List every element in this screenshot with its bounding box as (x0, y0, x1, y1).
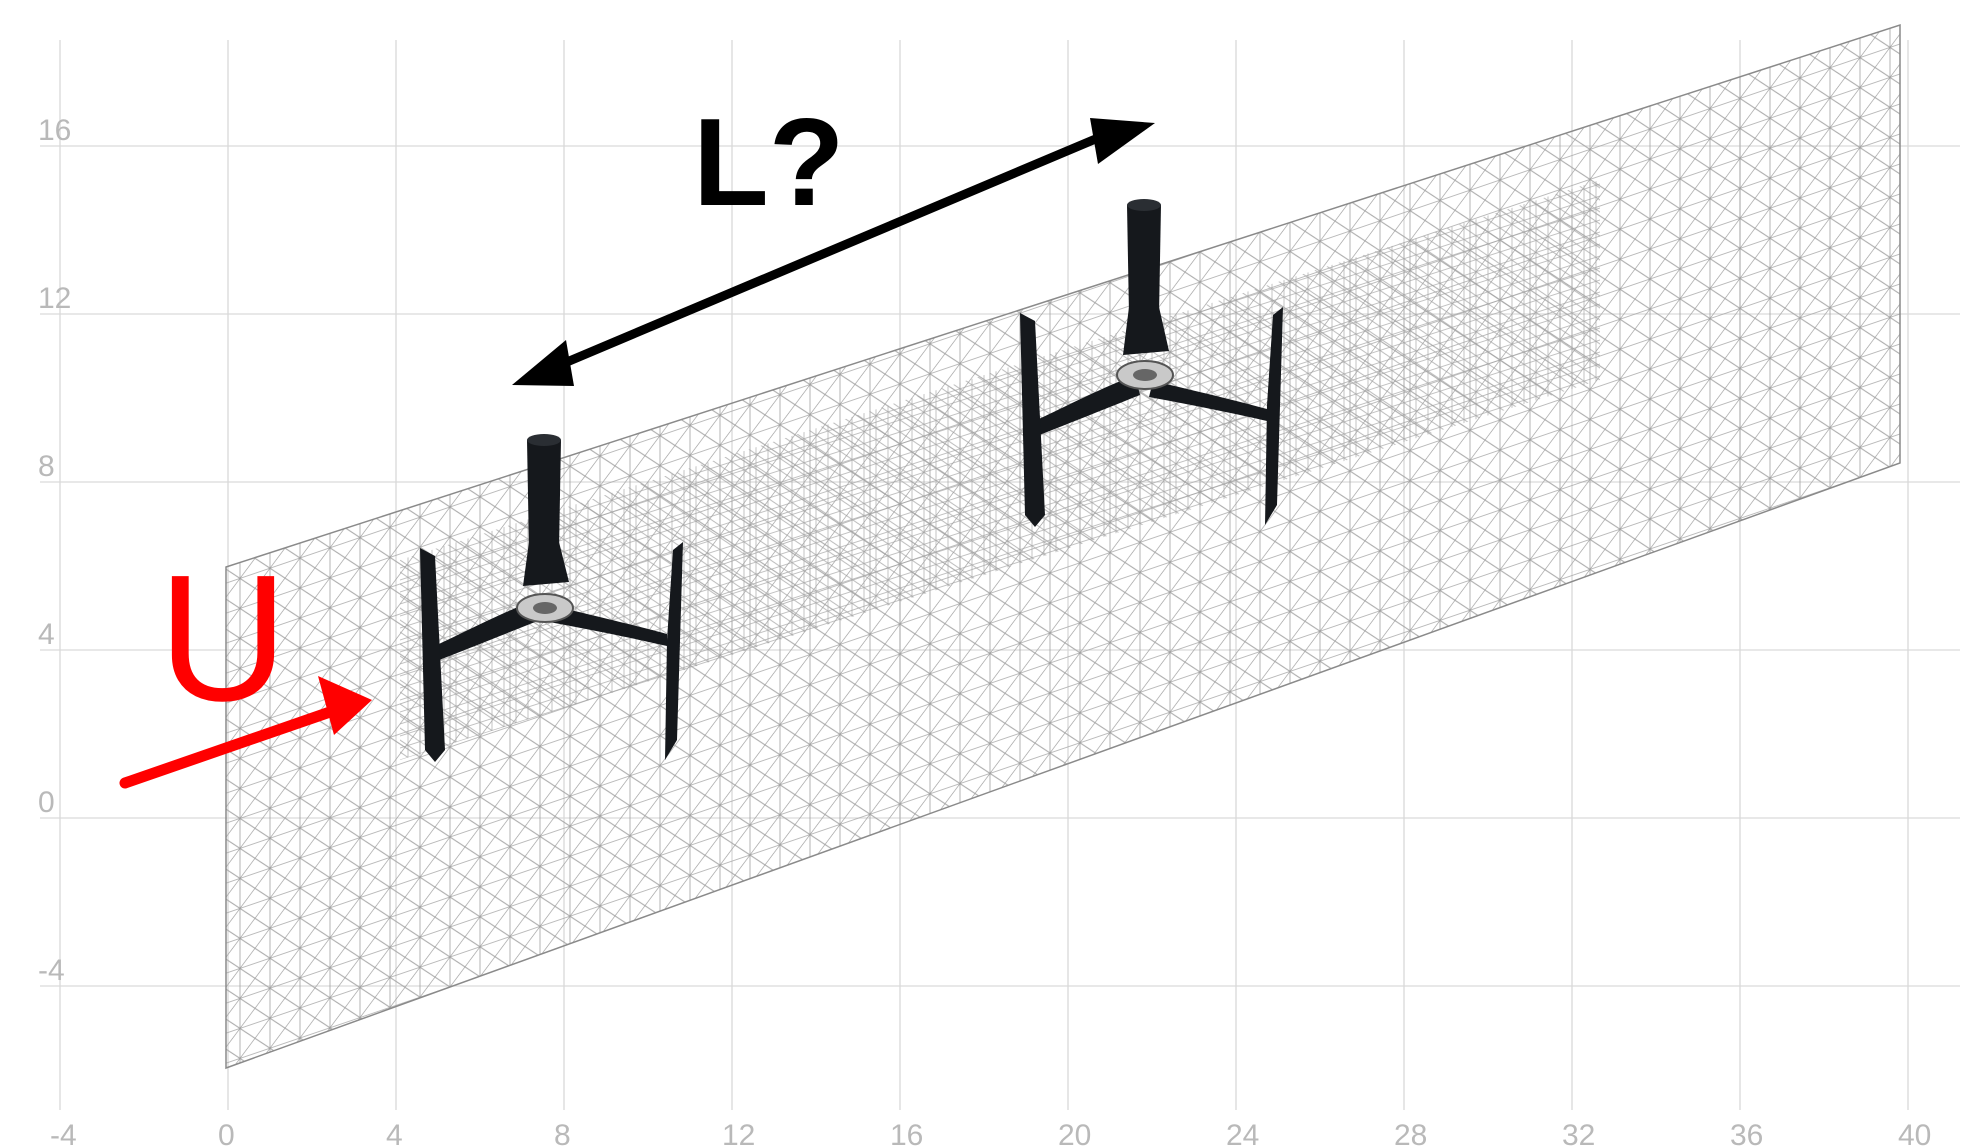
distance-arrow (512, 118, 1155, 386)
y-tick-label: 8 (38, 450, 55, 483)
x-axis-ticks: -4 0 4 8 12 16 20 24 28 32 36 40 (50, 1119, 1931, 1148)
y-tick-label: -4 (38, 954, 65, 987)
flow-label: U (158, 538, 288, 739)
x-tick-label: 4 (386, 1119, 403, 1148)
x-tick-label: 36 (1730, 1119, 1763, 1148)
x-tick-label: 8 (554, 1119, 571, 1148)
x-tick-label: 20 (1058, 1119, 1091, 1148)
vertical-axis-turbine-icon (1020, 199, 1283, 527)
distance-label: L? (693, 94, 845, 232)
x-tick-label: 32 (1562, 1119, 1595, 1148)
y-tick-label: 4 (38, 618, 55, 651)
y-tick-label: 0 (38, 786, 55, 819)
y-tick-label: 16 (38, 114, 71, 147)
flow-arrow (119, 676, 372, 789)
x-tick-label: -4 (50, 1119, 77, 1148)
x-tick-label: 12 (722, 1119, 755, 1148)
y-axis-ticks: 16 12 8 4 0 -4 (38, 114, 71, 987)
channel-boundary (225, 23, 1901, 1070)
x-tick-label: 28 (1394, 1119, 1427, 1148)
x-tick-label: 24 (1226, 1119, 1259, 1148)
x-tick-label: 40 (1898, 1119, 1931, 1148)
vertical-axis-turbine-icon (420, 434, 683, 762)
computational-mesh (225, 23, 1901, 1070)
x-tick-label: 0 (218, 1119, 235, 1148)
y-tick-label: 12 (38, 282, 71, 315)
x-tick-label: 16 (890, 1119, 923, 1148)
